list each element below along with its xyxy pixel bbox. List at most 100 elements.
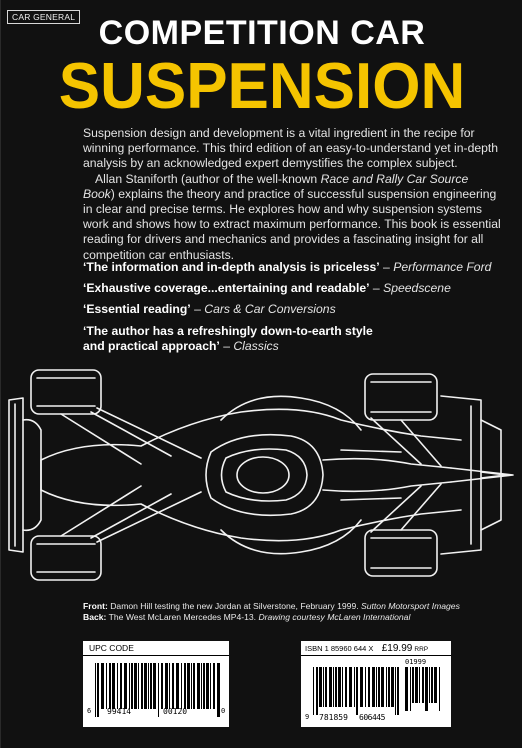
- barcode-bar: [124, 663, 127, 709]
- quote-source: Cars & Car Conversions: [204, 302, 336, 317]
- barcode-bar: [316, 667, 318, 715]
- isbn-barcode: [313, 667, 399, 715]
- barcode-bar: [329, 667, 332, 707]
- barcode-bar: [335, 667, 337, 707]
- barcode-bar: [131, 663, 133, 709]
- quote-text: ‘The information and in-depth analysis i…: [83, 260, 380, 274]
- isbn-digit-left: 9: [305, 713, 310, 721]
- barcode-bar: [365, 667, 366, 707]
- title-line-1: COMPETITION CAR: [98, 14, 426, 52]
- barcode-bar: [176, 663, 179, 709]
- barcode-bar: [378, 667, 380, 707]
- barcode-bar: [325, 667, 327, 707]
- race-car-line-drawing: [8, 369, 514, 581]
- credit-source: Sutton Motorsport Images: [361, 601, 460, 611]
- barcode-bar: [395, 667, 396, 715]
- front-credit: Front: Damon Hill testing the new Jordan…: [83, 601, 513, 612]
- barcode-bar: [97, 663, 99, 717]
- isbn-digits-2: 606445: [359, 713, 385, 722]
- barcode-bar: [342, 667, 343, 707]
- barcode-bar: [381, 667, 384, 707]
- quote-text: ‘Exhaustive coverage...entertaining and …: [83, 281, 370, 296]
- barcode-bar: [405, 667, 408, 711]
- barcode-bar: [117, 663, 118, 709]
- barcode-bar: [193, 663, 195, 709]
- credit-label: Back:: [83, 612, 107, 622]
- barcode-bar: [319, 667, 322, 707]
- back-credit: Back: The West McLaren Mercedes MP4-13. …: [83, 612, 513, 623]
- barcode-bar: [158, 663, 159, 717]
- category-label: CAR GENERAL: [7, 10, 81, 24]
- title-line-2: SUSPENSION: [58, 50, 466, 123]
- review-quote: ‘Essential reading’ – Cars & Car Convers…: [83, 302, 503, 317]
- barcode-bar: [101, 663, 104, 709]
- barcode-bar: [172, 663, 174, 709]
- price-addon-barcode: [405, 667, 440, 711]
- upc-digits-2: 00120: [163, 707, 188, 716]
- barcode-bar: [184, 663, 186, 709]
- barcode-bar: [323, 667, 324, 707]
- blurb-paragraph-1: Suspension design and development is a v…: [83, 126, 499, 171]
- barcode-bar: [345, 667, 347, 707]
- credit-text: The West McLaren Mercedes MP4-13.: [106, 612, 259, 622]
- barcode-bar: [434, 667, 437, 703]
- barcode-bar: [338, 667, 341, 707]
- barcode-bar: [313, 667, 314, 715]
- isbn-number: ISBN 1 85960 644 X: [305, 644, 374, 653]
- barcode-bar: [354, 667, 355, 707]
- photo-credits: Front: Damon Hill testing the new Jordan…: [83, 601, 513, 623]
- barcode-bar: [372, 667, 375, 707]
- barcode-bar: [161, 663, 163, 709]
- upc-label: UPC CODE: [83, 641, 229, 656]
- barcode-bar: [150, 663, 152, 709]
- review-quotes: ‘The information and in-depth analysis i…: [83, 260, 503, 360]
- barcode-bar: [431, 667, 433, 703]
- barcode-bar: [191, 663, 192, 709]
- barcode-bar: [203, 663, 205, 709]
- barcode-bar: [144, 663, 147, 709]
- quote-text: ‘Essential reading’: [83, 302, 191, 317]
- isbn-barcode-box: ISBN 1 85960 644 X £19.99 RRP 01999 9 78…: [301, 641, 451, 727]
- barcode-bar: [410, 667, 411, 711]
- quote-source: Speedscene: [383, 281, 451, 296]
- barcode-bar: [391, 667, 394, 707]
- barcode-bar: [415, 667, 418, 703]
- barcode-bar: [134, 663, 137, 709]
- isbn-digits-1: 781859: [319, 713, 348, 722]
- upc-digit-right: 0: [221, 707, 226, 715]
- quote-source: Performance Ford: [393, 260, 492, 274]
- barcode-bar: [153, 663, 156, 709]
- upc-barcode: [95, 663, 220, 717]
- credit-label: Front:: [83, 601, 108, 611]
- quote-text: ‘The author has a refreshingly down-to-e…: [83, 323, 373, 353]
- barcode-bar: [388, 667, 390, 707]
- book-title: Race and Rally Car Source Book: [83, 171, 469, 201]
- barcode-bar: [165, 663, 168, 709]
- upc-digit-left: 6: [87, 707, 92, 715]
- price-addon-digits: 01999: [405, 658, 427, 666]
- review-quote: ‘The author has a refreshingly down-to-e…: [83, 324, 373, 354]
- upc-barcode-box: UPC CODE 6 99414 00120 0: [83, 641, 229, 727]
- barcode-bar: [419, 667, 420, 703]
- isbn-label: ISBN 1 85960 644 X £19.99 RRP: [301, 641, 451, 656]
- blurb: Suspension design and development is a v…: [83, 126, 503, 263]
- price: £19.99: [381, 643, 413, 654]
- barcode-bar: [109, 663, 111, 709]
- barcode-bar: [169, 663, 170, 709]
- quote-source: Classics: [233, 338, 279, 353]
- barcode-bar: [187, 663, 190, 709]
- barcode-bar: [181, 663, 182, 709]
- barcode-bar: [197, 663, 200, 709]
- barcode-bar: [422, 667, 424, 703]
- barcode-bar: [376, 667, 377, 707]
- barcode-bar: [210, 663, 211, 709]
- barcode-bar: [429, 667, 430, 703]
- barcode-bar: [129, 663, 130, 709]
- blurb-paragraph-2: Allan Staniforth (author of the well-kno…: [83, 172, 503, 263]
- quote-separator: –: [190, 302, 205, 317]
- credit-text: Damon Hill testing the new Jordan at Sil…: [107, 601, 361, 611]
- barcode-bar: [425, 667, 428, 711]
- barcode-bar: [412, 667, 414, 703]
- quote-separator: –: [369, 281, 384, 296]
- barcode-bar: [138, 663, 139, 709]
